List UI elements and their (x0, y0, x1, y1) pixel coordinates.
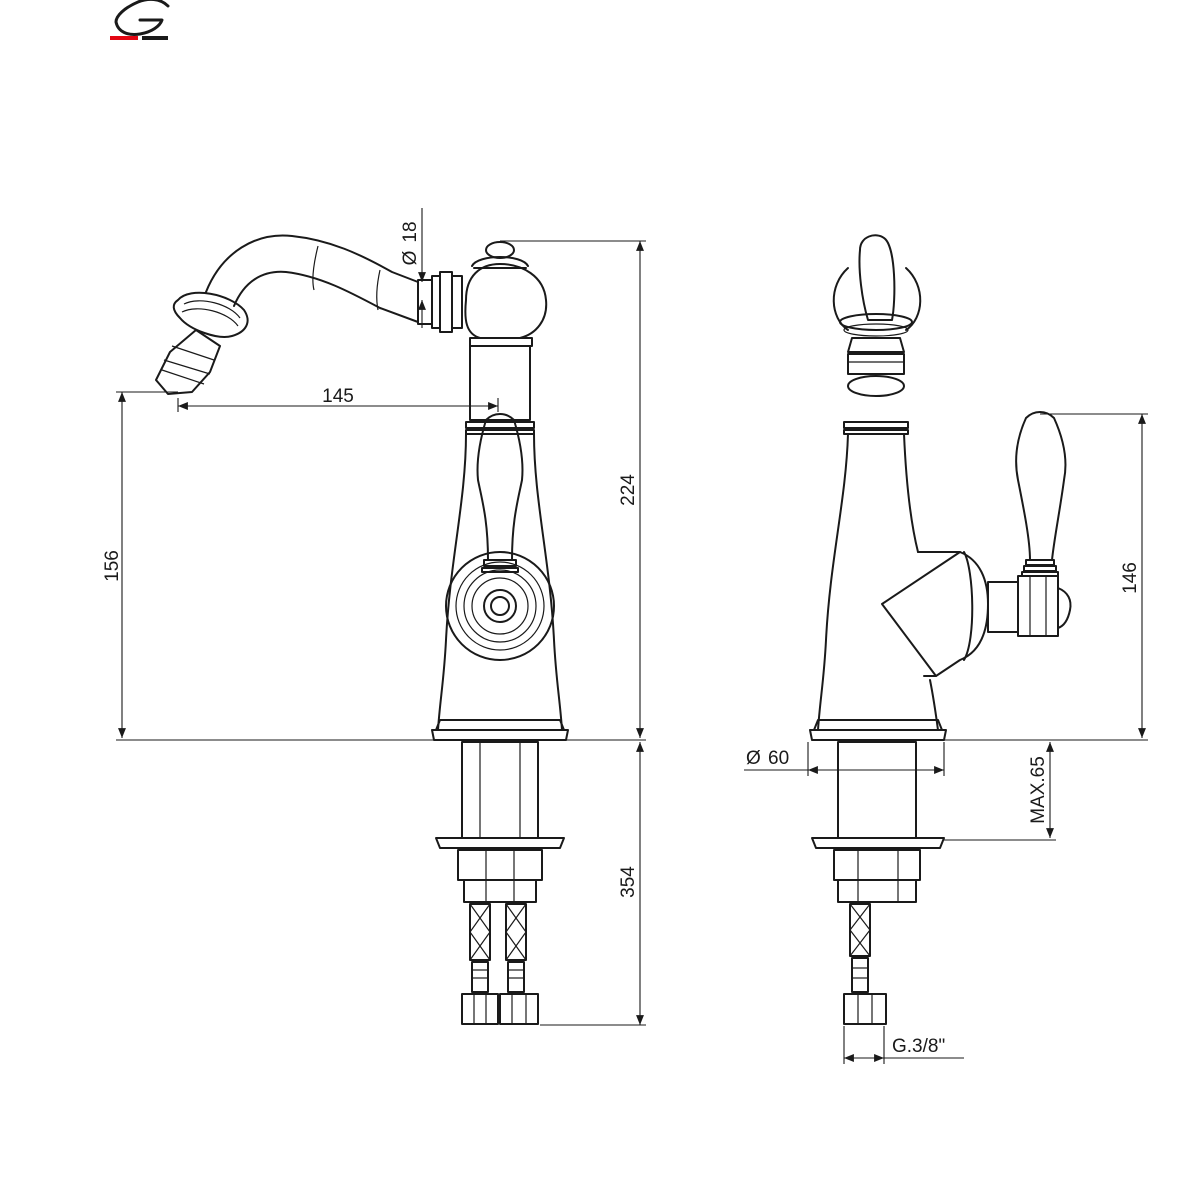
brand-logo (110, 0, 170, 40)
spout-diameter-label: 18 (400, 221, 421, 242)
total-height-label: 224 (618, 474, 639, 506)
front-view (744, 234, 1148, 1064)
spout-aerator (155, 291, 249, 395)
side-view (116, 208, 646, 1026)
base-diameter-symbol: Ø (746, 748, 761, 769)
base-diameter-label: 60 (768, 748, 789, 769)
max-deck-thickness-label: MAX.65 (1028, 756, 1049, 824)
spout-diameter-symbol: Ø (400, 250, 421, 265)
spout-arm (205, 234, 419, 293)
spout-height-label: 156 (102, 550, 123, 582)
supply-hoses (461, 903, 539, 1025)
connection-thread-label: G.3/8" (892, 1036, 945, 1057)
spout-reach-label: 145 (322, 386, 354, 407)
handle-height-label: 146 (1120, 562, 1141, 594)
below-deck-length-label: 354 (618, 866, 639, 898)
dimension-labels: Ø 18 145 156 224 354 Ø 60 146 MAX.65 G.3… (102, 221, 1141, 1057)
